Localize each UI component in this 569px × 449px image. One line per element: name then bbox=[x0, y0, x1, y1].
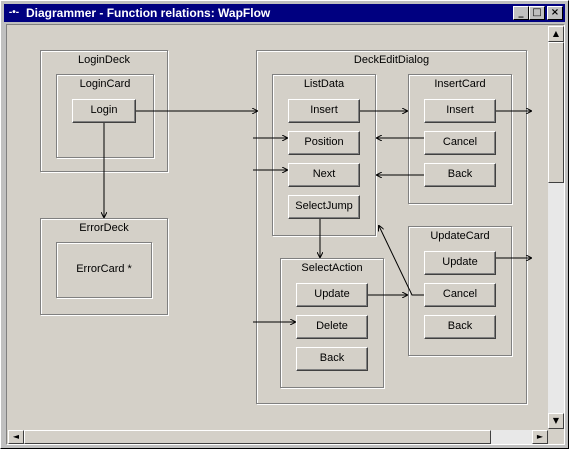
node-list-position[interactable]: Position bbox=[288, 131, 360, 155]
node-login[interactable]: Login bbox=[72, 99, 136, 123]
frame-select-action[interactable]: SelectAction bbox=[280, 258, 384, 388]
vertical-scroll-thumb[interactable] bbox=[548, 42, 564, 183]
frame-login-card[interactable]: LoginCard bbox=[56, 74, 154, 158]
node-insertcard-back[interactable]: Back bbox=[424, 163, 496, 187]
node-select-back[interactable]: Back bbox=[296, 347, 368, 371]
frame-insert-card-label: InsertCard bbox=[434, 78, 486, 90]
node-list-select-jump[interactable]: SelectJump bbox=[288, 195, 360, 219]
horizontal-scrollbar[interactable]: ◄ ► bbox=[8, 430, 548, 444]
frame-update-card-label: UpdateCard bbox=[430, 230, 490, 242]
node-list-next[interactable]: Next bbox=[288, 163, 360, 187]
frame-select-action-label: SelectAction bbox=[301, 262, 363, 274]
frame-deck-edit-dialog[interactable]: DeckEditDialog bbox=[256, 50, 527, 404]
frame-error-card[interactable]: ErrorCard * bbox=[56, 242, 152, 298]
diagram-canvas[interactable]: LoginDeck LoginCard Login ErrorDeck Erro… bbox=[8, 26, 547, 429]
diagram-viewport: LoginDeck LoginCard Login ErrorDeck Erro… bbox=[6, 24, 565, 445]
frame-login-deck-label: LoginDeck bbox=[78, 54, 130, 66]
node-insertcard-insert[interactable]: Insert bbox=[424, 99, 496, 123]
close-button[interactable]: × bbox=[547, 6, 563, 20]
diagram-icon[interactable]: -•- bbox=[8, 7, 20, 18]
frame-error-deck[interactable]: ErrorDeck bbox=[40, 218, 168, 315]
node-insertcard-cancel[interactable]: Cancel bbox=[424, 131, 496, 155]
maximize-button[interactable]: □ bbox=[529, 6, 545, 20]
frame-login-card-label: LoginCard bbox=[79, 78, 131, 90]
scroll-down-button[interactable]: ▼ bbox=[548, 413, 564, 429]
scrollbar-corner bbox=[548, 430, 564, 444]
frame-list-data[interactable]: ListData bbox=[272, 74, 376, 236]
node-select-delete[interactable]: Delete bbox=[296, 315, 368, 339]
scroll-left-button[interactable]: ◄ bbox=[8, 430, 24, 444]
frame-list-data-label: ListData bbox=[303, 78, 345, 90]
title-bar[interactable]: -•- Diagrammer - Function relations: Wap… bbox=[4, 4, 565, 22]
frame-insert-card[interactable]: InsertCard bbox=[408, 74, 512, 204]
minimize-button[interactable]: _ bbox=[513, 6, 529, 20]
horizontal-scroll-thumb[interactable] bbox=[24, 430, 491, 444]
node-select-update[interactable]: Update bbox=[296, 283, 368, 307]
node-updatecard-back[interactable]: Back bbox=[424, 315, 496, 339]
frame-deck-edit-dialog-label: DeckEditDialog bbox=[353, 54, 430, 66]
frame-update-card[interactable]: UpdateCard bbox=[408, 226, 512, 356]
node-updatecard-cancel[interactable]: Cancel bbox=[424, 283, 496, 307]
node-error-card[interactable]: ErrorCard * bbox=[76, 263, 132, 275]
vertical-scrollbar[interactable]: ▲ ▼ bbox=[548, 26, 564, 429]
frame-error-deck-label: ErrorDeck bbox=[79, 222, 129, 234]
connections-layer bbox=[8, 26, 547, 429]
scroll-right-button[interactable]: ► bbox=[532, 430, 548, 444]
window-title: Diagrammer - Function relations: WapFlow bbox=[26, 6, 271, 20]
scroll-up-button[interactable]: ▲ bbox=[548, 26, 564, 42]
node-list-insert[interactable]: Insert bbox=[288, 99, 360, 123]
link-updatecard-cancel-to-list bbox=[379, 226, 424, 296]
node-updatecard-update[interactable]: Update bbox=[424, 251, 496, 275]
